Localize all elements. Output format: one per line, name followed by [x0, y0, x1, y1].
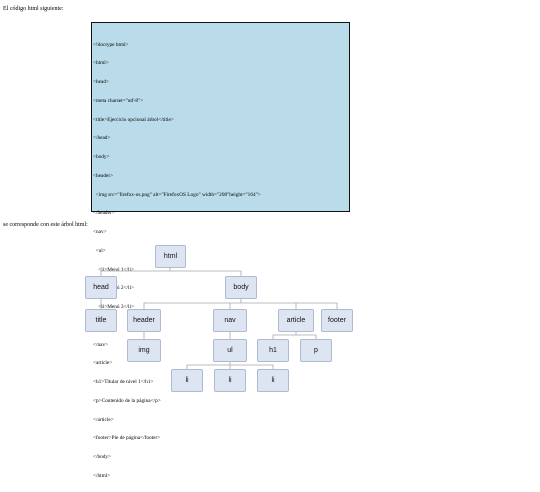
code-line: <meta charset="utf-8"> — [93, 97, 144, 104]
node-h1: h1 — [257, 339, 289, 362]
code-line: <article> — [93, 360, 113, 367]
code-line: <li>Menú 3</li> — [93, 304, 134, 310]
code-box: <!doctype html> <html> <head> <meta char… — [91, 22, 350, 479]
code-line: <!doctype html> — [93, 41, 129, 48]
code-line: <html> — [93, 60, 109, 67]
node-p: p — [300, 339, 332, 362]
code-line: <footer>Pie de página</footer> — [93, 435, 161, 442]
outro-text: se corresponde con este árbol html: — [3, 222, 88, 228]
node-html: html — [155, 245, 186, 268]
connector-html-children — [100, 268, 242, 276]
code-line: </article> — [93, 416, 114, 423]
node-head: head — [85, 276, 117, 299]
node-li: li — [257, 369, 289, 392]
node-article: article — [278, 309, 314, 332]
code-line: <header> — [93, 172, 114, 179]
code-line: <body> — [93, 154, 110, 160]
node-footer: footer — [321, 309, 353, 332]
connector-article-children — [272, 332, 317, 339]
node-body: body — [225, 276, 257, 299]
intro-text: El código html siguiente: — [3, 6, 64, 12]
code-line: </header> — [93, 210, 115, 217]
code-line: <img src="firefox-os.png" alt="FirefoxOS… — [93, 191, 261, 198]
node-nav: nav — [213, 309, 247, 332]
node-title: title — [85, 309, 117, 332]
node-ul: ul — [213, 339, 247, 362]
code-line: <nav> — [93, 229, 107, 235]
code-line: <h1>Titular de nivel 1</h1> — [93, 379, 154, 385]
tree-connectors — [100, 268, 338, 369]
code-line: </body> — [93, 454, 112, 460]
node-img: img — [127, 339, 161, 362]
connector-body-children — [143, 299, 338, 309]
code-line: </html> — [93, 472, 111, 479]
node-li: li — [171, 369, 203, 392]
code-line: </nav> — [93, 341, 109, 348]
connector-ul-items — [186, 362, 274, 369]
html-tree-diagram: html head body title header nav article … — [85, 245, 353, 392]
node-header: header — [127, 309, 161, 332]
code-line: </head> — [93, 135, 111, 142]
code-line: <ul> — [93, 247, 106, 254]
code-line: <li>Menú 1</li> — [93, 266, 134, 273]
code-line: <title>Ejercicio opcional árbol</title> — [93, 116, 174, 123]
code-line: <p>Contenido de la página</p> — [93, 397, 161, 404]
node-li: li — [214, 369, 246, 392]
code-line: <head> — [93, 79, 109, 85]
